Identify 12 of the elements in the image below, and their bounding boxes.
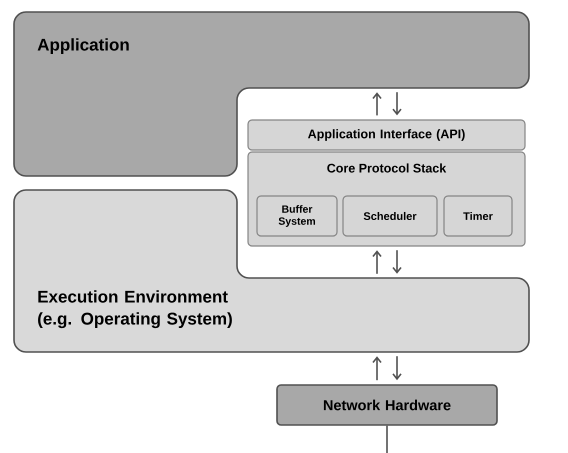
- hardware-box: Network Hardware: [276, 384, 498, 426]
- arrow: [372, 92, 382, 116]
- component-box: Buffer System: [256, 195, 338, 237]
- interface-box: Application Interface (API): [247, 119, 526, 151]
- arrow: [392, 92, 402, 116]
- arrow: [372, 356, 382, 380]
- arrow: [392, 250, 402, 274]
- arrow: [392, 356, 402, 380]
- component-box: Timer: [443, 195, 513, 237]
- component-box: Scheduler: [342, 195, 438, 237]
- arrow: [372, 250, 382, 274]
- connector-line: [386, 426, 388, 453]
